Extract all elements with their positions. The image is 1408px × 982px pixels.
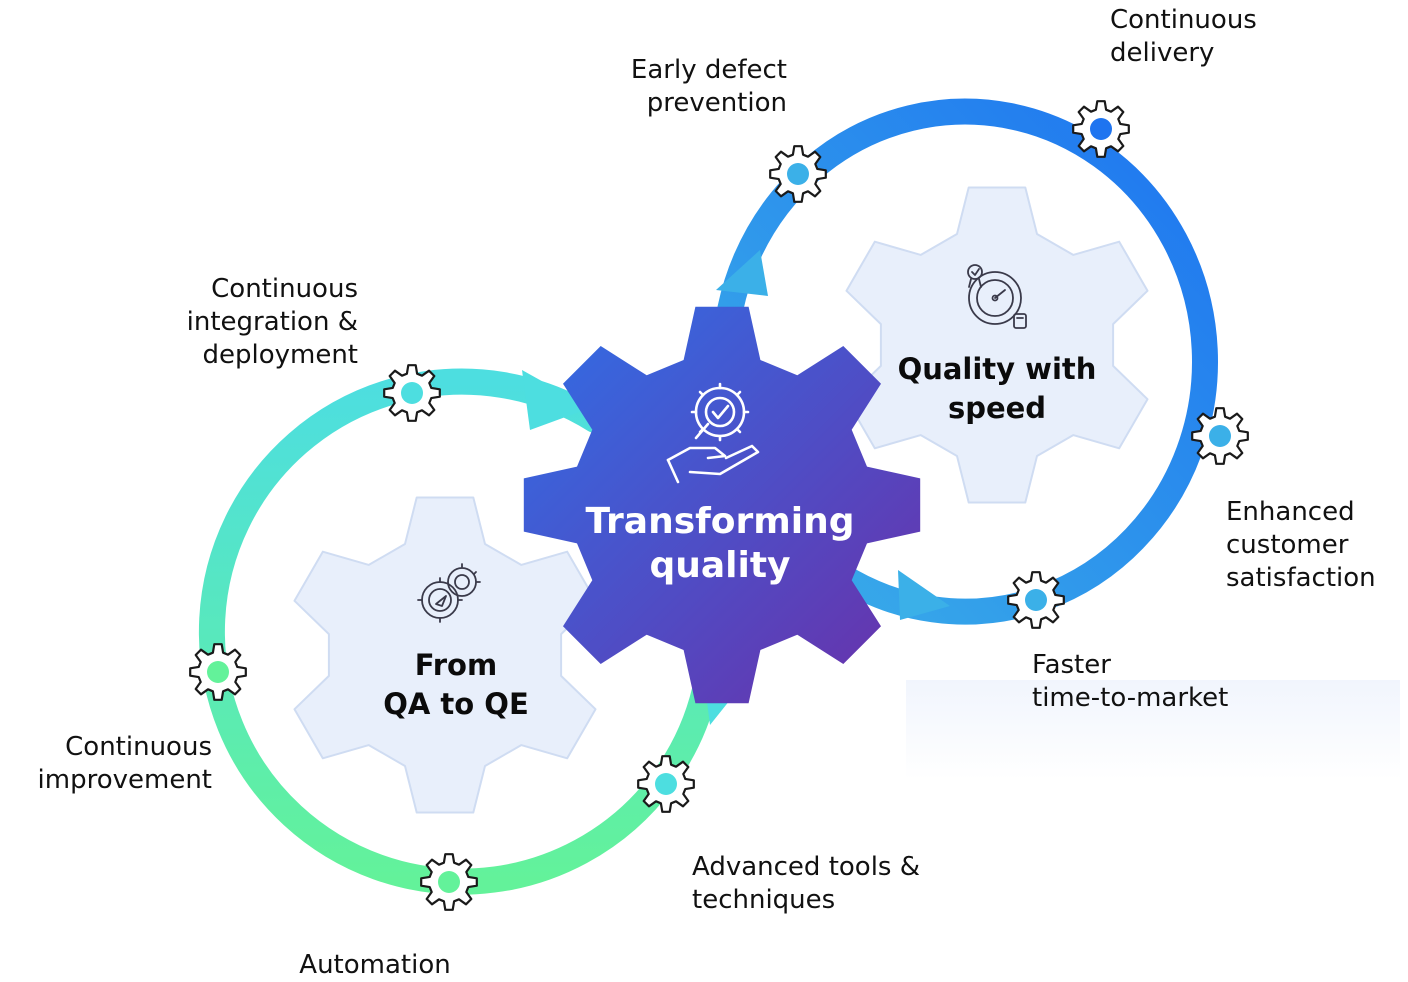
label-line: satisfaction [1226, 563, 1376, 593]
label-line: integration & [186, 307, 358, 337]
label-line: delivery [1110, 38, 1215, 68]
label-line: deployment [202, 340, 358, 370]
label-line: Continuous [65, 732, 212, 762]
node-advanced-tools [637, 755, 695, 813]
label-line: time-to-market [1032, 683, 1229, 713]
label-line: Faster [1032, 650, 1111, 680]
left-gear-shape [293, 496, 597, 814]
label-line: Early defect [630, 55, 787, 85]
center-gear-shape [523, 306, 921, 704]
label-enhanced-customer-satisfaction: Enhanced customer satisfaction [1226, 496, 1376, 595]
node-continuous-delivery [1072, 100, 1130, 158]
label-advanced-tools: Advanced tools & techniques [692, 851, 920, 917]
node-dot [401, 382, 423, 404]
speedometer-award-icon [967, 264, 1027, 329]
label-line: improvement [37, 765, 212, 795]
node-faster-time-to-market [1007, 571, 1065, 629]
label-automation: Automation [270, 949, 480, 982]
left-gear-title-line: QA to QE [383, 687, 529, 721]
center-gear-title-line: Transforming [585, 501, 855, 542]
node-dot [1090, 118, 1112, 140]
node-dot [1025, 589, 1047, 611]
right-loop-arrow-right [898, 570, 950, 620]
center-gear-title: Transforming quality [570, 500, 870, 588]
node-dot [1209, 425, 1231, 447]
background-panel [906, 680, 1400, 780]
right-loop-arrow-top [716, 250, 768, 296]
node-dot [438, 871, 460, 893]
label-line: Advanced tools & [692, 852, 921, 882]
node-dot [655, 773, 677, 795]
node-early-defect-prevention [769, 145, 827, 203]
label-continuous-improvement: Continuous improvement [38, 731, 212, 797]
label-early-defect-prevention: Early defect prevention [631, 54, 787, 120]
label-line: techniques [692, 885, 836, 915]
label-line: prevention [646, 88, 787, 118]
node-dot [787, 163, 809, 185]
right-gear-title: Quality with speed [872, 350, 1122, 428]
side-gears [293, 186, 1149, 814]
label-continuous-integration: Continuous integration & deployment [187, 273, 358, 372]
label-line: Enhanced [1226, 497, 1355, 527]
node-continuous-integration [383, 364, 441, 422]
label-faster-time-to-market: Faster time-to-market [1032, 649, 1228, 715]
node-dot [207, 661, 229, 683]
right-gear-title-line: Quality with [897, 352, 1097, 386]
label-line: Continuous [211, 274, 358, 304]
node-continuous-improvement [189, 643, 247, 701]
left-loop-arrow-top [522, 370, 590, 430]
label-line: customer [1226, 530, 1349, 560]
node-enhanced-customer-satisfaction [1191, 407, 1249, 465]
center-gear-title-line: quality [649, 545, 791, 586]
right-gear-shape [845, 186, 1149, 504]
left-gear-title: From QA to QE [346, 646, 566, 724]
gears-compass-icon [417, 563, 481, 623]
right-gear-title-line: speed [947, 391, 1047, 425]
label-line: Continuous [1110, 5, 1257, 35]
hand-gear-check-icon [666, 382, 760, 484]
loop-nodes [189, 100, 1249, 911]
node-automation [420, 853, 478, 911]
left-gear-title-line: From [414, 648, 498, 682]
center-gear [523, 306, 921, 704]
label-line: Automation [299, 950, 451, 980]
label-continuous-delivery: Continuous delivery [1110, 4, 1257, 70]
